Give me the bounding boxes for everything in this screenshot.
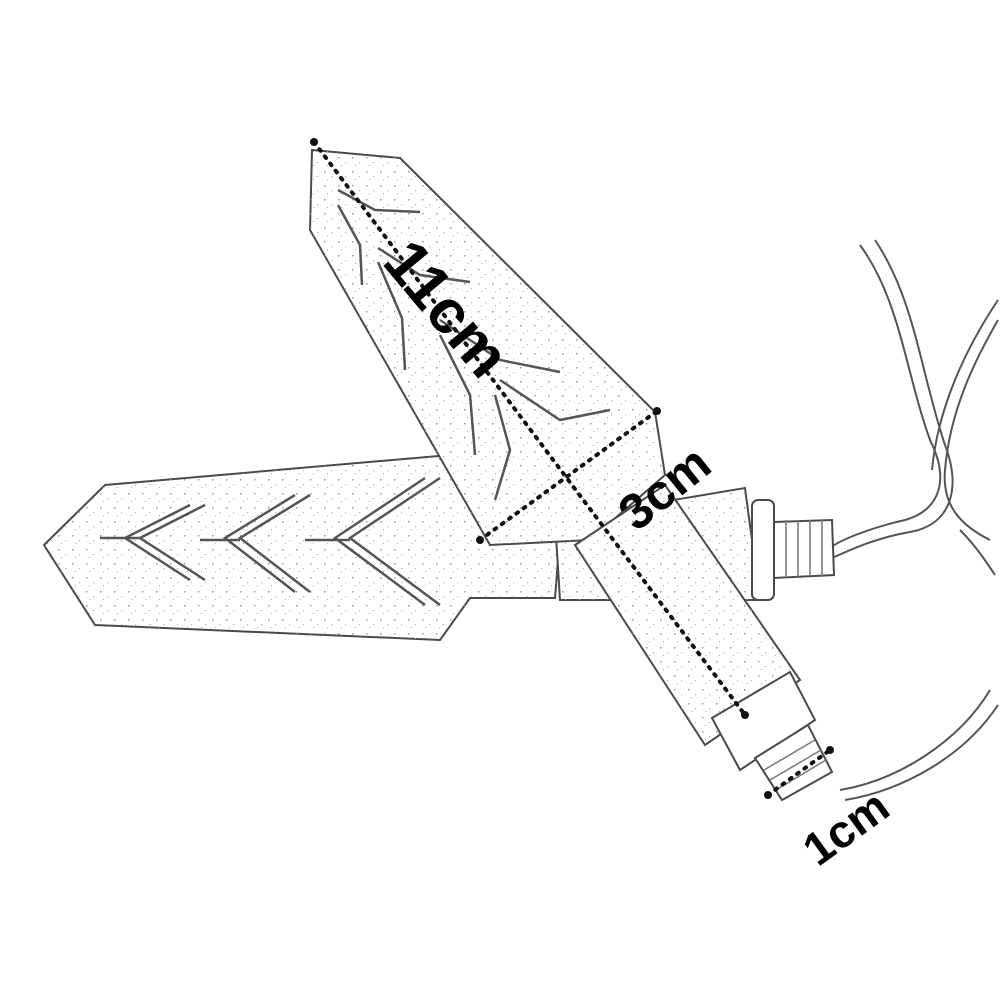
wires [829,239,999,801]
diagonal-lamp-arrows [336,188,611,501]
dimension-lines [312,140,832,797]
width-dimension-line [478,409,659,542]
thread-dimension-line [766,748,832,797]
horizontal-lamp-thread [773,518,836,580]
horizontal-lamp-nut [751,499,775,601]
horizontal-lamp-arrows [100,476,441,607]
diagonal-lamp [308,148,834,802]
dimension-endpoints [310,138,834,799]
diagonal-lamp-thread [753,723,834,802]
diagonal-lamp-nut [710,670,817,772]
length-dimension-line [312,140,747,717]
